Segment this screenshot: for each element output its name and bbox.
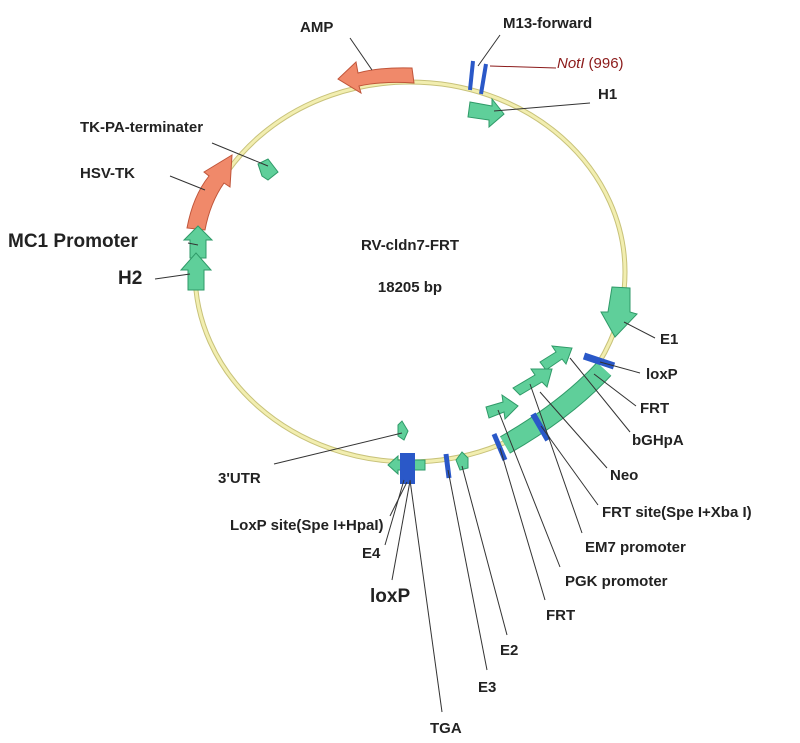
e4-label: E4 [362, 545, 381, 562]
tk-pa-feature [257, 158, 279, 181]
frt-bottom-marker [491, 433, 508, 461]
frt-site-marker [530, 412, 551, 442]
loxp-bottom-leader [391, 480, 411, 581]
utr3-feature [397, 420, 409, 441]
frt-bottom-leader [499, 447, 546, 601]
neo-leader [539, 391, 608, 469]
e1-label: E1 [660, 331, 678, 348]
frt-right-leader [593, 373, 637, 407]
m13-forward-marker [468, 60, 475, 91]
bghpa-leader [569, 357, 631, 433]
noti-leader [489, 65, 557, 69]
plasmid-size: 18205 bp [378, 279, 442, 296]
loxp-site-label: LoxP site(Spe I+HpaI) [230, 517, 384, 534]
noti-enzyme: NotI [557, 55, 585, 72]
h1-leader [493, 102, 591, 112]
loxp-site-marker [400, 453, 415, 484]
m13-forward-leader [477, 34, 501, 67]
mc1-promoter-label: MC1 Promoter [8, 231, 138, 252]
mc1-promoter-feature [182, 225, 214, 259]
utr3-leader [273, 432, 403, 465]
mc1-promoter-leader [187, 242, 199, 246]
frt-site-label: FRT site(Spe I+Xba I) [602, 504, 752, 521]
e2-leader [461, 465, 508, 636]
h2-label: H2 [118, 268, 142, 289]
noti-label: NotI(996) [557, 55, 624, 72]
h2-feature [179, 252, 213, 291]
loxp-right-leader [599, 361, 641, 374]
amp-label: AMP [300, 19, 333, 36]
e3-label: E3 [478, 679, 496, 696]
em7-label: EM7 promoter [585, 539, 686, 556]
loxp-bottom-label: loxP [370, 586, 410, 607]
h1-label: H1 [598, 86, 617, 103]
amp-feature [337, 61, 415, 95]
tk-pa-leader [211, 142, 269, 167]
e1-feature [600, 286, 638, 338]
tga-label: TGA [430, 720, 462, 737]
bghpa-feature [539, 345, 573, 371]
em7-feature [512, 368, 553, 396]
hsv-tk-label: HSV-TK [80, 165, 135, 182]
frt-bottom-label: FRT [546, 607, 575, 624]
e4-leader [384, 479, 405, 546]
amp-leader [349, 37, 373, 71]
pgk-label: PGK promoter [565, 573, 668, 590]
m13-forward-label: M13-forward [503, 15, 592, 32]
loxp-right-label: loxP [646, 366, 678, 383]
noti-position: (996) [589, 55, 624, 72]
neo-label: Neo [610, 467, 638, 484]
bghpa-label: bGHpA [632, 432, 684, 449]
em7-leader [529, 383, 583, 534]
frt-site-leader [540, 425, 599, 506]
neo-arc-fill [500, 362, 611, 453]
e3-leader [447, 469, 488, 671]
frt-right-label: FRT [640, 400, 669, 417]
h1-feature [467, 97, 505, 129]
e2-label: E2 [500, 642, 518, 659]
e1-leader [623, 321, 656, 339]
utr3-label: 3'UTR [218, 470, 261, 487]
tk-pa-label: TK-PA-terminater [80, 119, 203, 136]
plasmid-name: RV-cldn7-FRT [361, 237, 459, 254]
pgk-leader [497, 409, 561, 568]
e2-feature [455, 451, 469, 471]
noti-marker [479, 63, 488, 95]
tga-leader [409, 479, 443, 713]
hsv-tk-leader [169, 175, 206, 191]
hsv-tk-feature [186, 154, 233, 231]
h2-leader [154, 273, 191, 280]
pgk-feature [485, 393, 519, 421]
